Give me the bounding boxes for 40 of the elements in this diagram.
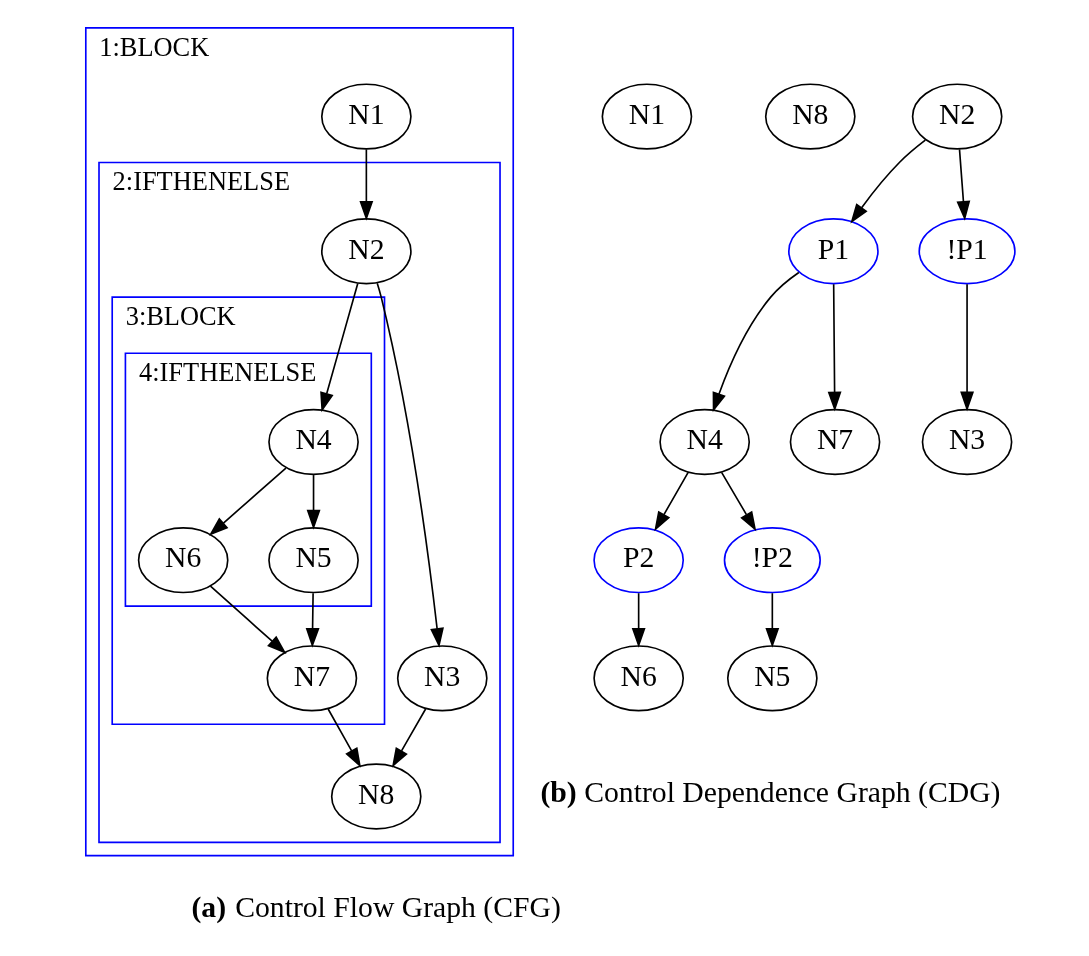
arrow [326, 708, 361, 768]
arrow [720, 471, 756, 532]
arrow [391, 708, 426, 768]
arrow [208, 467, 287, 536]
arrow [959, 283, 974, 412]
node-ellipse: P2 [592, 527, 684, 594]
arrow [305, 592, 320, 648]
node-ellipse: N2 [320, 218, 412, 285]
node-ellipse: N5 [267, 527, 359, 594]
node-ellipse: N3 [396, 645, 488, 712]
arrow [849, 139, 926, 224]
node-ellipse: N1 [320, 83, 412, 150]
node-ellipse: N4 [658, 408, 750, 476]
node-ellipse: P1 [787, 218, 879, 285]
label: (a) Control Flow Graph (CFG) [190, 891, 561, 924]
arrow [712, 271, 800, 413]
node-ellipse: N1 [601, 83, 692, 150]
arrow [956, 148, 970, 221]
arrow [209, 585, 286, 655]
node-ellipse: N6 [137, 527, 229, 594]
node-ellipse: N6 [592, 645, 684, 712]
node-ellipse: N7 [789, 408, 880, 476]
arrow [827, 283, 842, 412]
node-ellipse: N3 [921, 408, 1012, 476]
node-ellipse: N8 [330, 763, 422, 830]
node-ellipse: N2 [911, 83, 1003, 150]
node-ellipse: N4 [267, 408, 359, 476]
arrow [631, 592, 646, 648]
arrow [306, 474, 320, 530]
arrow [358, 148, 373, 221]
arrow [319, 282, 359, 413]
node-ellipse: N8 [764, 83, 856, 150]
node-ellipse: N7 [266, 645, 357, 712]
label: (b) Control Dependence Graph (CDG) [539, 776, 1001, 809]
node-ellipse: N5 [726, 645, 818, 712]
node-ellipse: !P1 [917, 218, 1016, 285]
arrow [764, 592, 779, 648]
node-ellipse: !P2 [723, 527, 821, 594]
arrow [375, 282, 444, 648]
arrow [653, 471, 689, 532]
